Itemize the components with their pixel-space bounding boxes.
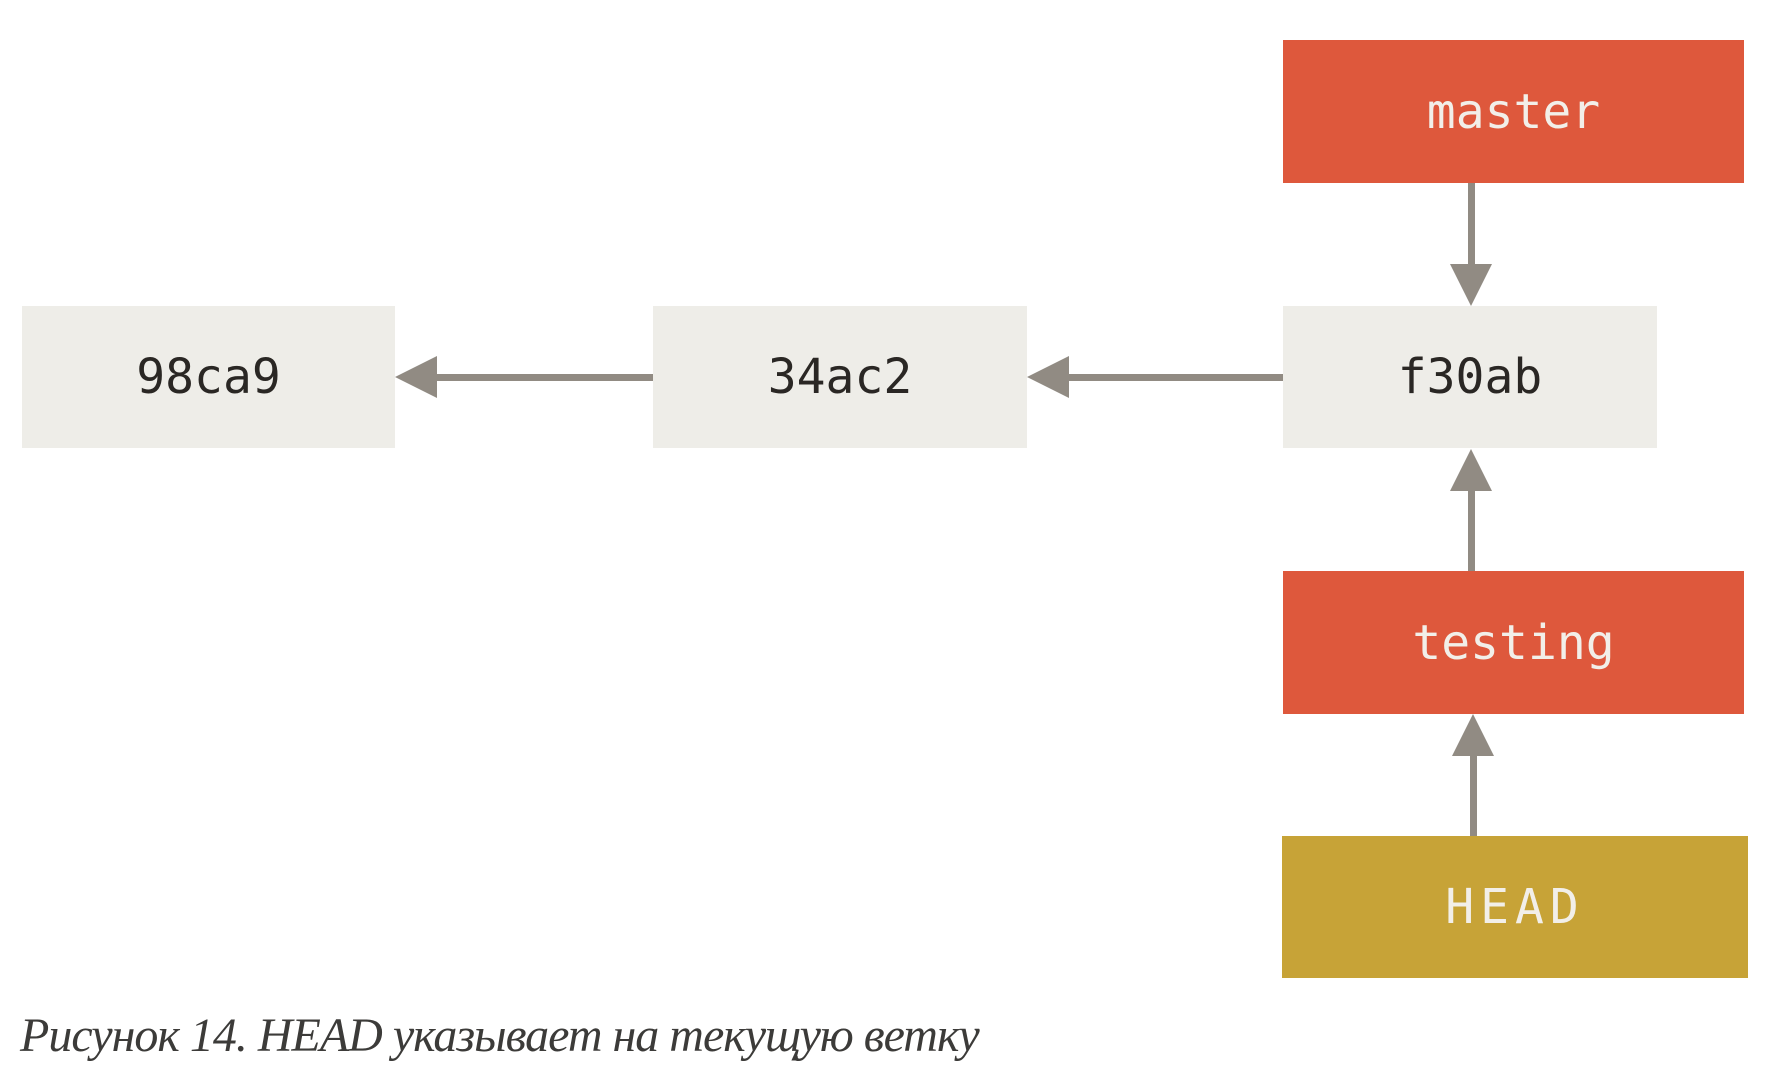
arrow-head-icon <box>1027 356 1069 398</box>
commit-id-label: 98ca9 <box>136 349 281 405</box>
branch-label: testing <box>1412 614 1615 671</box>
arrow-line <box>1468 183 1475 266</box>
commit-box-34ac2: 34ac2 <box>653 306 1027 448</box>
branch-box-testing: testing <box>1283 571 1744 714</box>
arrow-line <box>1468 489 1475 571</box>
arrow-line <box>1470 754 1477 836</box>
branch-label: master <box>1426 83 1601 140</box>
arrow-line <box>1064 374 1283 381</box>
commit-box-f30ab: f30ab <box>1283 306 1657 448</box>
head-box: HEAD <box>1282 836 1748 978</box>
commit-box-98ca9: 98ca9 <box>22 306 395 448</box>
figure-caption: Рисунок 14. HEAD указывает на текущую ве… <box>20 1009 980 1062</box>
arrow-head-icon <box>1450 449 1492 491</box>
arrow-line <box>432 374 653 381</box>
arrow-head-icon <box>1450 264 1492 306</box>
head-label: HEAD <box>1445 879 1585 935</box>
arrow-head-icon <box>1452 714 1494 756</box>
branch-box-master: master <box>1283 40 1744 183</box>
arrow-head-icon <box>395 356 437 398</box>
commit-id-label: 34ac2 <box>767 349 913 405</box>
commit-id-label: f30ab <box>1397 349 1543 405</box>
